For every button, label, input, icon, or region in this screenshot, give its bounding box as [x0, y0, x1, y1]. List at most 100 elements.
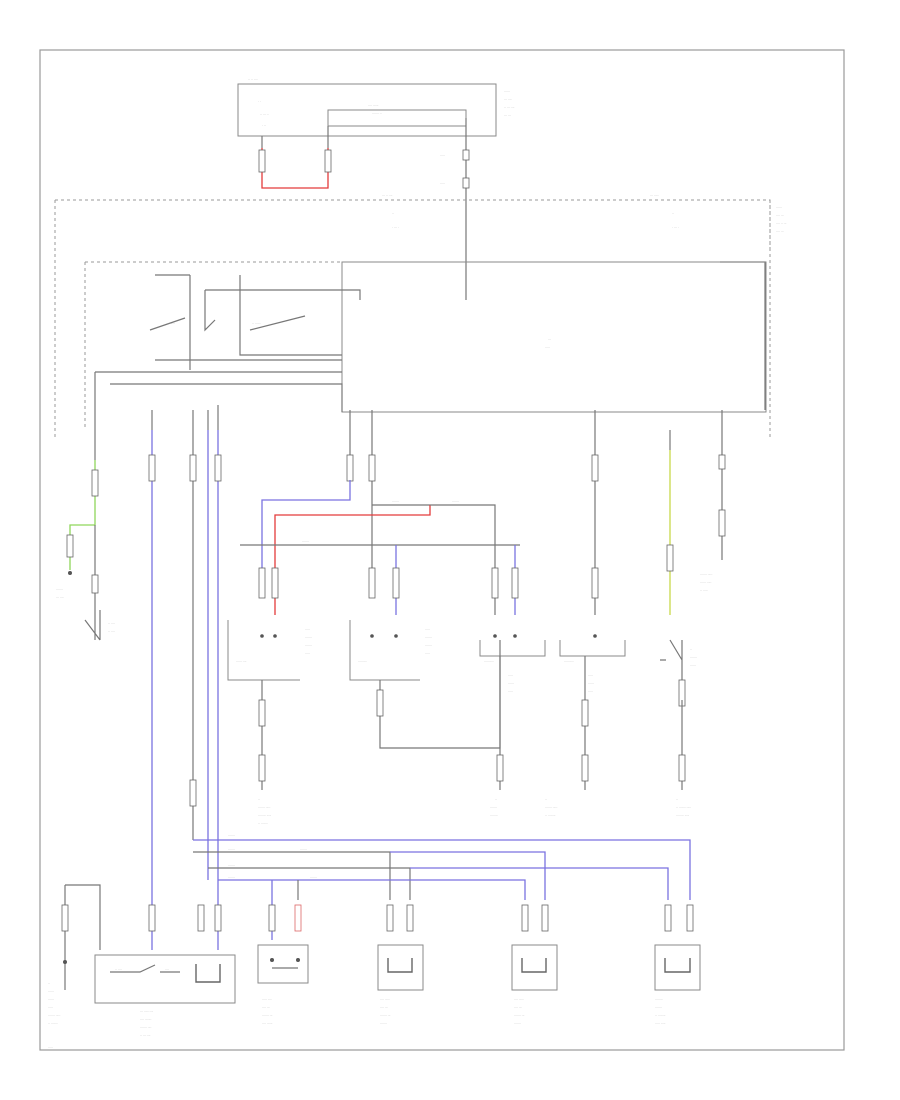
svg-text:.. ........: .. ........ — [545, 813, 556, 817]
svg-text:..: .. — [258, 797, 260, 801]
svg-text:.. .....: .. ..... — [700, 588, 708, 592]
svg-text:...... .....: ...... ..... — [700, 580, 711, 584]
svg-text:.......: ....... — [305, 635, 312, 639]
driver-door-lock-unit: .. .... .... ... ..... .... .... .......… — [94, 954, 236, 1037]
svg-text:........: ........ — [655, 997, 663, 1001]
svg-text:.. ... ..: .. ... .. — [260, 112, 269, 116]
svg-text:.......: ....... — [655, 1005, 662, 1009]
svg-text:.......: ....... — [300, 847, 307, 851]
control-unit-outputs: ....... ... .... .. .... .. .... — [56, 405, 726, 950]
svg-text:.......: ....... — [228, 875, 235, 879]
svg-text:.....: ..... — [305, 651, 310, 655]
svg-text:....: .... — [165, 967, 169, 971]
svg-text:.. ....: .. .... — [168, 321, 175, 325]
lock-motor-front-right: .... ..... .... ... ....... ... ....... — [377, 944, 424, 1025]
svg-text:......: ...... — [48, 989, 54, 993]
svg-text:.... ...: .... ... — [776, 213, 784, 217]
svg-text:....... ....: ....... .... — [140, 1025, 151, 1029]
svg-text:... ..... ....: ... ..... .... — [140, 1009, 153, 1013]
svg-text:.. ... ....: .. ... .... — [140, 1033, 151, 1037]
svg-text:.... .. ...: .... .. ... — [776, 221, 787, 225]
svg-text:.....: ..... — [48, 1005, 53, 1009]
svg-text:.....: ..... — [440, 153, 445, 157]
svg-text:.....: ..... — [545, 345, 550, 349]
lock-actuator-rear-right: .......... ..... ...... ..... — [559, 567, 626, 693]
svg-text:.. .......: .. ....... — [258, 821, 268, 825]
svg-text:....... .....: ....... ..... — [48, 1013, 60, 1017]
svg-text:.. ....: .. .... — [115, 967, 122, 971]
svg-text:.. .......: .. ....... — [48, 1021, 58, 1025]
svg-text:.....: ..... — [440, 181, 445, 185]
svg-text:.....: ..... — [588, 689, 593, 693]
svg-text:... .....: ... ..... — [650, 193, 659, 197]
svg-text:......: ...... — [690, 663, 696, 667]
svg-text:..: .. — [690, 647, 692, 651]
svg-text:.... ......: .... ...... — [262, 1021, 273, 1025]
svg-text:. .: . . — [258, 99, 261, 103]
svg-text:......: ...... — [48, 997, 54, 1001]
svg-text:. ..: . .. — [262, 123, 266, 127]
svg-text:.......: ....... — [514, 1021, 521, 1025]
svg-text:..: .. — [495, 797, 497, 801]
svg-text:. ... .: . ... . — [392, 225, 399, 229]
svg-text:.. ....... .....: .. ....... ..... — [676, 805, 691, 809]
svg-text:.. ....: .. .... — [108, 629, 115, 633]
svg-text:..........: .......... — [564, 659, 574, 663]
svg-text:.....: ..... — [305, 627, 310, 631]
svg-text:.......: ....... — [425, 635, 432, 639]
lock-switch-front-passenger: ..... .... .... ... ....... ... .... ...… — [257, 944, 309, 1025]
svg-text:.......: ....... — [305, 643, 312, 647]
svg-text:....... ...: ....... ... — [380, 1013, 391, 1017]
svg-text:....... .....: ....... ..... — [700, 572, 712, 576]
svg-text:..... ....: ..... .... — [262, 997, 272, 1001]
diagram-frame — [39, 49, 845, 1051]
svg-text:...... ....: ...... .... — [236, 659, 247, 663]
svg-text:.. ....: .. .... — [108, 621, 115, 625]
svg-text:..: .. — [676, 797, 678, 801]
svg-text:.... ...: .... ... — [262, 1005, 270, 1009]
svg-text:..... .....: ..... ..... — [655, 1021, 666, 1025]
control-unit: ... ..... — [341, 261, 767, 413]
svg-text:.... .....: .... ..... — [514, 997, 524, 1001]
lock-motor-rear-left: .... ..... .... ... ....... ... ....... — [511, 944, 558, 1025]
svg-text:.......: ....... — [392, 499, 399, 503]
svg-text:.......: ....... — [425, 643, 432, 647]
svg-text:.......: ....... — [228, 847, 235, 851]
svg-text:.. ... ....: .. ... .... — [504, 105, 515, 109]
svg-text:..: .. — [392, 211, 394, 215]
svg-text:.......: ....... — [690, 655, 697, 659]
svg-text:....... .....: ....... ..... — [545, 805, 557, 809]
lock-actuator-front-right: ......... ..... ....... ....... ..... — [349, 567, 432, 681]
svg-text:.... ...: .... ... — [776, 229, 784, 233]
fuse-box: .. .. .... . . .. ... .. . .. ...... ...… — [237, 77, 515, 137]
svg-text:.......: ....... — [310, 875, 317, 879]
key-switch: .. ....... ...... — [660, 639, 697, 707]
svg-text:.......: ....... — [228, 863, 235, 867]
svg-text:......: ...... — [588, 681, 594, 685]
svg-text:........: ........ — [490, 813, 498, 817]
svg-text:....... .....: ....... ..... — [258, 805, 270, 809]
power-window-relay: .... ...... ....... .. — [327, 103, 467, 127]
svg-text:.....: ..... — [48, 1045, 53, 1049]
svg-text:... ....: ... .... — [56, 595, 64, 599]
svg-text:.......: ....... — [302, 539, 309, 543]
svg-text:........ .....: ........ ..... — [258, 813, 271, 817]
svg-text:.....: ..... — [588, 673, 593, 677]
driver-door-switch: .. ...... ...... ..... ....... ..... .. … — [48, 884, 101, 1025]
svg-text:....... ..: ....... .. — [372, 111, 382, 115]
svg-text:......: ...... — [504, 89, 510, 93]
svg-text:.... ...: .... ... — [380, 1005, 388, 1009]
svg-text:........ .....: ........ ..... — [676, 813, 689, 817]
svg-text:.... ...: .... ... — [514, 1005, 522, 1009]
lock-motor-rear-right: ........ ....... .. ........ ..... ..... — [654, 944, 701, 1025]
svg-text:... ...: ... ... — [504, 113, 511, 117]
svg-text:..: .. — [48, 981, 50, 985]
svg-text:... .. ....: ... .. .... — [382, 193, 393, 197]
svg-text:......: ...... — [776, 205, 782, 209]
svg-text:.......: ....... — [228, 833, 235, 837]
svg-text:.....: ..... — [425, 627, 430, 631]
main-switch: .. .... .. ...... — [149, 274, 361, 370]
svg-text:.. .. ....: .. .. .... — [248, 77, 258, 81]
svg-text:.. ........: .. ........ — [655, 1013, 666, 1017]
ground-labels: .. ....... ..... ........ ..... .. .....… — [258, 797, 691, 825]
